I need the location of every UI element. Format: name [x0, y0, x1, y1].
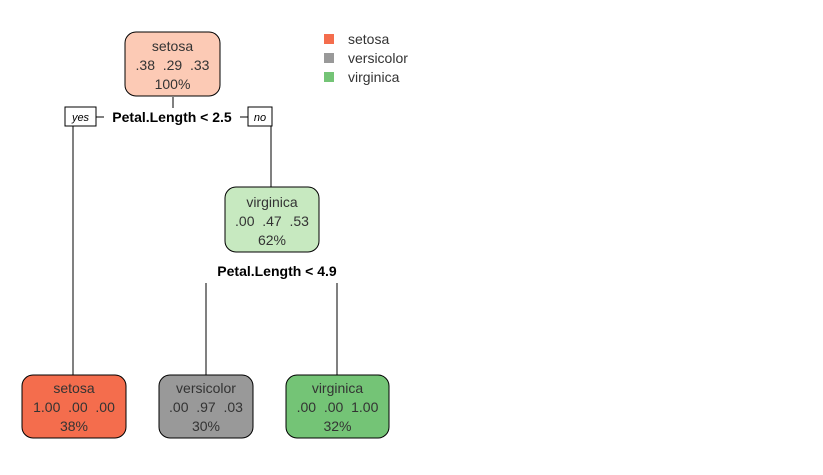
- split-1: yes Petal.Length < 2.5 no: [64, 106, 273, 127]
- yes-label-box: [64, 106, 97, 127]
- legend-label-setosa: setosa: [348, 31, 389, 47]
- legend-label-virginica: virginica: [348, 69, 400, 85]
- no-label: no: [254, 112, 266, 124]
- legend-item-setosa: setosa: [324, 31, 389, 47]
- leaf-setosa-class: setosa: [53, 380, 94, 396]
- legend-swatch-setosa: [324, 34, 334, 44]
- node-root-box: [124, 31, 221, 97]
- leaf-virginica-pct: 32%: [323, 418, 351, 434]
- node-2-class: virginica: [246, 194, 298, 210]
- leaf-versicolor: versicolor .00 .97 .03 30%: [158, 374, 254, 439]
- leaf-virginica-probs: .00 .00 1.00: [297, 399, 379, 415]
- node-2: virginica .00 .47 .53 62%: [224, 186, 320, 253]
- no-label-box: [247, 106, 273, 127]
- legend-label-versicolor: versicolor: [348, 50, 408, 66]
- node-2-probs: .00 .47 .53: [235, 213, 309, 229]
- leaf-virginica-class: virginica: [312, 380, 364, 396]
- legend: setosa versicolor virginica: [324, 31, 408, 85]
- yes-label: yes: [71, 112, 90, 124]
- split-2-label: Petal.Length < 4.9: [217, 263, 337, 279]
- leaf-versicolor-pct: 30%: [192, 418, 220, 434]
- node-root-class: setosa: [152, 38, 193, 54]
- leaf-versicolor-probs: .00 .97 .03: [169, 399, 243, 415]
- legend-swatch-virginica: [324, 72, 334, 82]
- node-root: setosa .38 .29 .33 100%: [124, 31, 221, 97]
- leaf-setosa-pct: 38%: [60, 418, 88, 434]
- leaf-setosa-probs: 1.00 .00 .00: [33, 399, 115, 415]
- tree-edges: [72, 97, 338, 375]
- leaf-setosa-box: [21, 374, 127, 439]
- leaf-virginica-box: [285, 374, 390, 439]
- node-2-pct: 62%: [258, 232, 286, 248]
- leaf-versicolor-box: [158, 374, 254, 439]
- leaf-virginica: virginica .00 .00 1.00 32%: [285, 374, 390, 439]
- split-1-label: Petal.Length < 2.5: [112, 109, 232, 125]
- node-root-probs: .38 .29 .33: [136, 57, 210, 73]
- leaf-versicolor-class: versicolor: [176, 380, 236, 396]
- node-2-box: [224, 186, 320, 253]
- legend-swatch-versicolor: [324, 53, 334, 63]
- legend-item-versicolor: versicolor: [324, 50, 408, 66]
- node-root-pct: 100%: [155, 76, 191, 92]
- leaf-setosa: setosa 1.00 .00 .00 38%: [21, 374, 127, 439]
- legend-item-virginica: virginica: [324, 69, 400, 85]
